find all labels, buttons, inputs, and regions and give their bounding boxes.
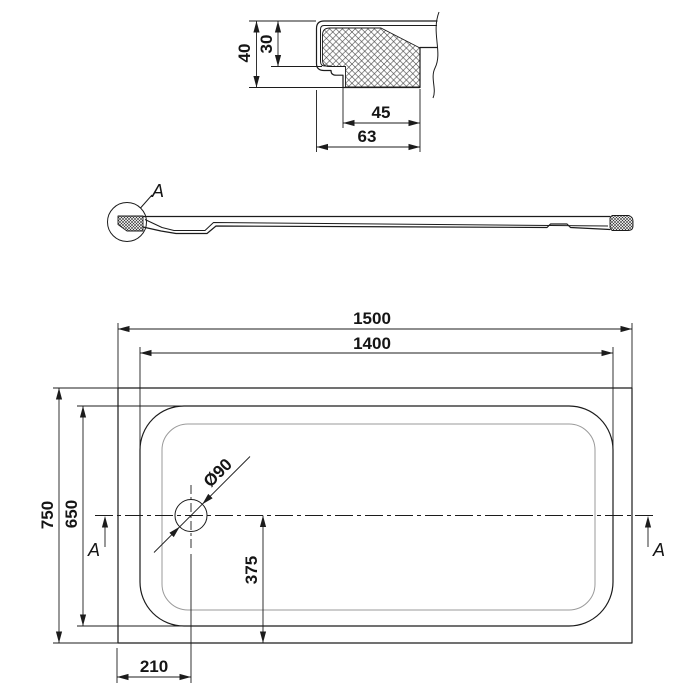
arrowhead: [408, 143, 420, 151]
arrowhead: [140, 349, 152, 357]
arrowhead: [259, 631, 267, 643]
arrowhead: [316, 143, 328, 151]
plan-wall-top-edge: [139, 405, 614, 627]
section-hatch-area: [322, 27, 421, 88]
arrowhead: [79, 406, 87, 418]
drain-circle: [174, 499, 208, 532]
detail-circle-A: [107, 202, 147, 242]
section-break-line: [432, 11, 440, 99]
arrowhead: [259, 515, 267, 527]
arrowhead: [253, 21, 260, 33]
arrowhead: [101, 516, 109, 528]
dim-label-650: 650: [62, 500, 81, 528]
section-label-right: A: [652, 540, 665, 560]
arrowhead: [79, 614, 87, 626]
dim-label-30: 30: [257, 35, 276, 54]
dim-label-63: 63: [358, 127, 377, 146]
dim-label-210: 210: [140, 657, 168, 676]
side-right-rim-section: [609, 215, 634, 231]
detail-label-A: A: [151, 181, 164, 201]
plan-basin-floor-edge: [161, 423, 596, 611]
drain-diameter-leader: [153, 456, 251, 553]
arrowhead: [601, 349, 613, 357]
side-floor-contour: [144, 219, 609, 231]
side-profile-view: A: [107, 181, 634, 242]
section-inner-outline: [320, 25, 437, 67]
side-left-rim-section: [117, 215, 144, 232]
arrowhead: [55, 388, 63, 400]
arrowhead: [117, 673, 129, 681]
arrowhead: [55, 631, 63, 643]
arrowhead: [118, 325, 130, 333]
side-bottom-contour: [142, 223, 611, 235]
detail-leader-line: [140, 194, 153, 209]
section-label-left: A: [87, 540, 100, 560]
section-outer-outline: [315, 20, 438, 89]
dim-label-40: 40: [235, 44, 254, 63]
arrowhead: [644, 516, 652, 528]
arrowhead: [343, 119, 355, 127]
section-detail-view: 40 30 45 63: [235, 11, 440, 152]
dim-label-750: 750: [38, 501, 57, 529]
arrowhead: [179, 673, 191, 681]
arrowhead: [408, 119, 420, 127]
arrowhead: [274, 55, 282, 67]
arrowhead: [274, 21, 282, 33]
arrowhead: [253, 76, 260, 88]
dim-label-375: 375: [242, 556, 261, 584]
arrowhead: [620, 325, 632, 333]
dim-label-45: 45: [372, 103, 391, 122]
dim-label-1400: 1400: [353, 334, 391, 353]
plan-view: Ø90 A A: [38, 309, 665, 683]
dim-label-drain-diameter: Ø90: [200, 455, 236, 491]
dim-label-1500: 1500: [353, 309, 391, 328]
